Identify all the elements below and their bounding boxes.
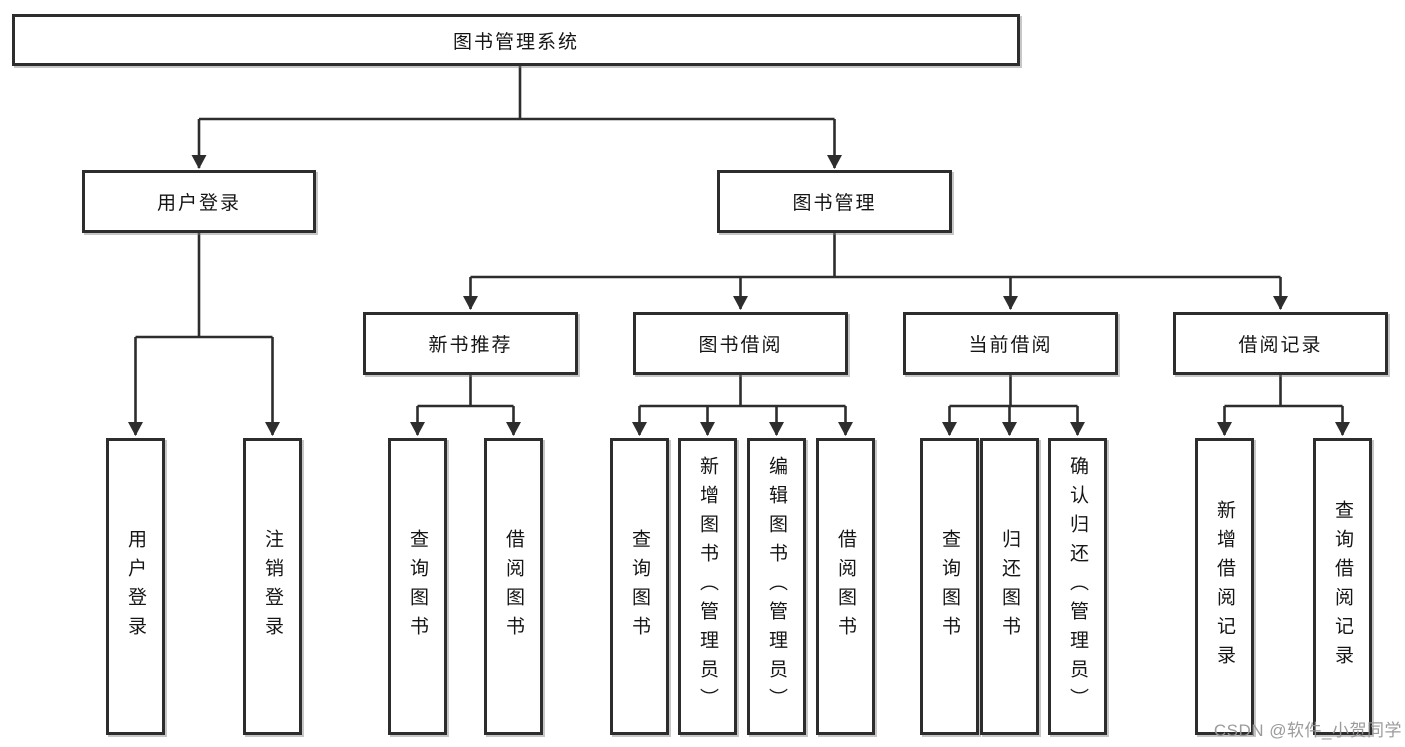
node-current-borrow-label: 当前借阅 [968,335,1053,356]
leaf-return-book: 归还图书 [980,438,1039,735]
node-root-label: 图书管理系统 [452,31,579,53]
node-root: 图书管理系统 [12,14,1020,66]
leaf-logout: 注销登录 [243,438,302,735]
node-user-login: 用户登录 [82,170,316,233]
leaf-borrow-query-book-label: 查询图书 [629,528,650,645]
leaf-query-borrow-record: 查询借阅记录 [1313,438,1372,735]
leaf-current-query-book: 查询图书 [920,438,979,735]
leaf-confirm-return-admin-label: 确认归还（管理员） [1067,456,1088,717]
leaf-recommend-borrow-book-label: 借阅图书 [503,528,524,645]
node-book-borrow-label: 图书借阅 [698,335,783,356]
leaf-add-borrow-record-label: 新增借阅记录 [1214,499,1235,674]
node-user-login-label: 用户登录 [156,193,241,214]
node-new-book-recommend-label: 新书推荐 [428,335,513,356]
leaf-recommend-query-book-label: 查询图书 [407,528,428,645]
leaf-recommend-query-book: 查询图书 [388,438,447,735]
leaf-logout-label: 注销登录 [262,528,283,645]
node-borrow-record: 借阅记录 [1173,312,1388,375]
node-book-management-label: 图书管理 [792,193,877,214]
leaf-borrow-book-label: 借阅图书 [835,528,856,645]
leaf-user-login: 用户登录 [106,438,165,735]
leaf-current-query-book-label: 查询图书 [939,528,960,645]
leaf-add-borrow-record: 新增借阅记录 [1195,438,1254,735]
leaf-borrow-query-book: 查询图书 [610,438,669,735]
leaf-recommend-borrow-book: 借阅图书 [484,438,543,735]
leaf-borrow-book: 借阅图书 [816,438,875,735]
leaf-edit-book-admin: 编辑图书（管理员） [747,438,806,735]
node-book-borrow: 图书借阅 [633,312,848,375]
node-current-borrow: 当前借阅 [903,312,1118,375]
leaf-confirm-return-admin: 确认归还（管理员） [1048,438,1107,735]
node-book-management: 图书管理 [717,170,952,233]
node-new-book-recommend: 新书推荐 [363,312,578,375]
leaf-query-borrow-record-label: 查询借阅记录 [1332,499,1353,674]
csdn-watermark: CSDN @软件_小贺同学 [1213,721,1402,740]
leaf-return-book-label: 归还图书 [999,528,1020,645]
leaf-user-login-label: 用户登录 [125,528,146,645]
node-borrow-record-label: 借阅记录 [1238,335,1323,356]
leaf-edit-book-admin-label: 编辑图书（管理员） [766,456,787,717]
leaf-add-book-admin: 新增图书（管理员） [678,438,737,735]
leaf-add-book-admin-label: 新增图书（管理员） [697,456,718,717]
